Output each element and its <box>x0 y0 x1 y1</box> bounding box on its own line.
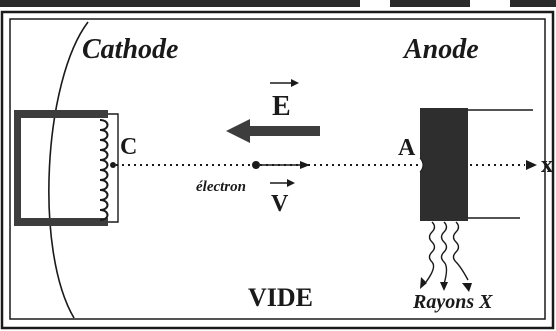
outer-frame <box>0 10 555 330</box>
electron-label: électron <box>196 179 246 195</box>
field-arrow-shaft <box>246 126 320 136</box>
e-vector-arrow <box>291 79 299 87</box>
velocity-vector-label: V <box>271 191 289 217</box>
cropped-text-strip <box>0 0 556 7</box>
point-a-notch <box>419 157 424 173</box>
point-c-label: C <box>120 134 137 160</box>
anode-block <box>420 108 468 221</box>
x-ray-arrows <box>425 221 469 285</box>
field-vector-label: E <box>272 91 291 122</box>
point-a-label: A <box>398 135 416 161</box>
anode-label: Anode <box>402 34 479 65</box>
cathode-connector <box>108 113 119 223</box>
axis-arrowhead <box>526 160 537 170</box>
point-c-dot <box>110 162 116 168</box>
vacuum-label: VIDE <box>248 283 313 312</box>
inner-frame <box>9 18 546 320</box>
v-vector-arrow <box>287 179 295 187</box>
cathode-label: Cathode <box>82 34 178 65</box>
field-arrow-head <box>226 119 250 143</box>
axis-x-label: x <box>541 152 553 178</box>
electron-dot <box>252 161 260 169</box>
cathode-electrode <box>14 110 108 226</box>
tube-envelope <box>48 21 89 319</box>
filament-coil <box>99 119 109 221</box>
x-rays-label: Rayons X <box>412 291 493 313</box>
